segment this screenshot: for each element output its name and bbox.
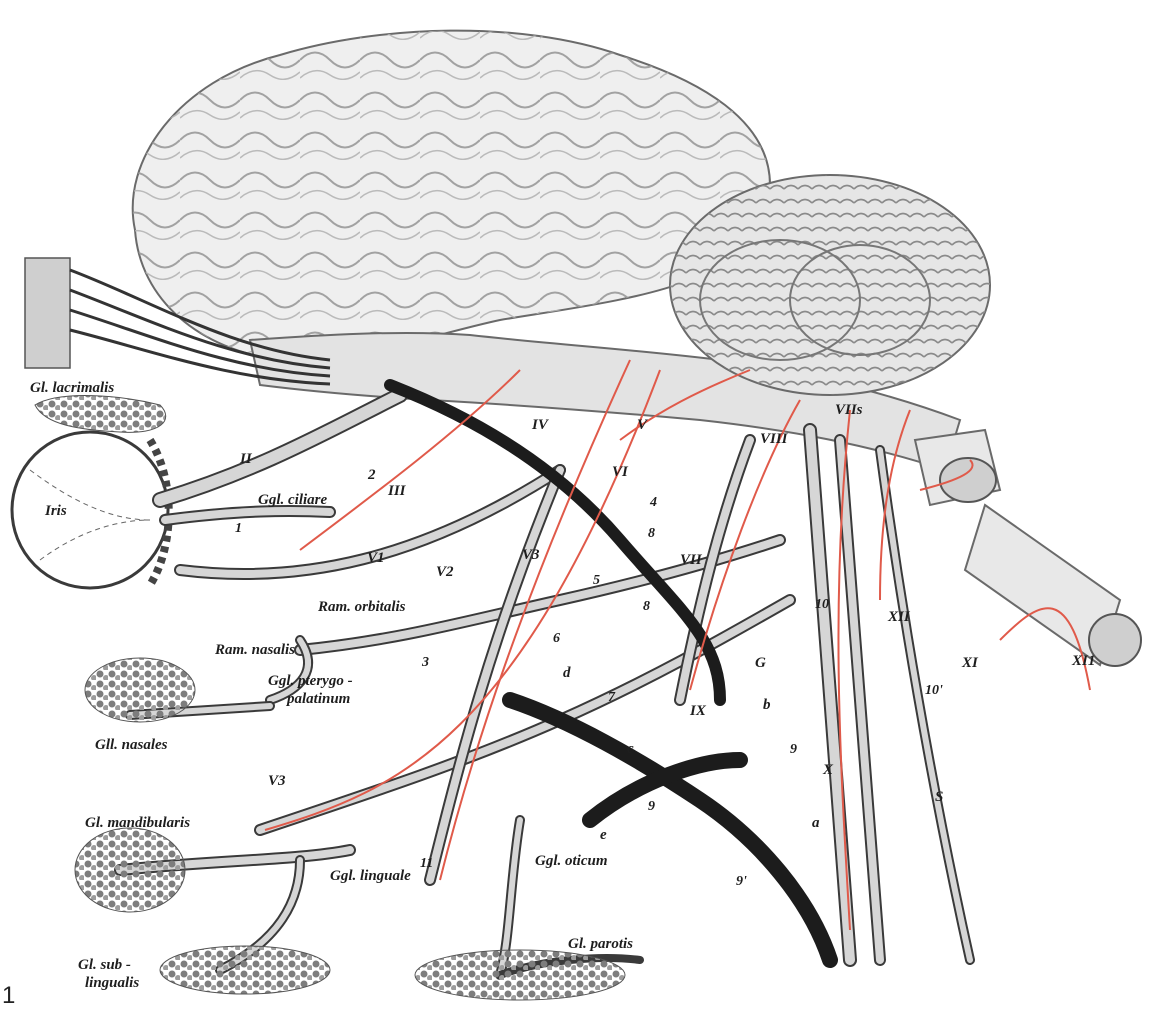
label-let-S: S <box>935 790 943 805</box>
cerebellum <box>670 175 990 395</box>
label-gl-sub-2: lingualis <box>85 976 139 991</box>
mandibular-gland <box>75 828 185 912</box>
label-nerve-V: V <box>637 418 647 433</box>
label-nerve-XII: XII <box>888 610 910 625</box>
figure-number: 1 <box>2 982 15 1010</box>
label-ggl-oticum: Ggl. oticum <box>535 854 608 869</box>
label-nerve-IV: IV <box>532 418 548 433</box>
label-nerve-IX: IX <box>690 704 706 719</box>
label-ram-nasalis: Ram. nasalis <box>215 643 295 658</box>
label-let-e: e <box>600 828 607 843</box>
label-num-10p: 10' <box>925 684 943 698</box>
label-let-c: c <box>627 742 634 757</box>
label-iris: Iris <box>45 504 67 519</box>
label-gl-lacrimalis: Gl. lacrimalis <box>30 381 114 396</box>
label-nerve-XI1: XI1 <box>1072 654 1095 669</box>
label-v3-upper: V3 <box>522 548 540 563</box>
label-let-d: d <box>563 666 571 681</box>
label-ram-orbitalis: Ram. orbitalis <box>318 600 406 615</box>
label-nerve-VII: VII <box>680 553 702 568</box>
label-nerve-III: III <box>388 484 406 499</box>
label-num-2: 2 <box>368 468 376 483</box>
eye <box>12 432 169 588</box>
label-ggl-linguale: Ggl. linguale <box>330 869 411 884</box>
label-ggl-pterygo-2: palatinum <box>287 692 350 707</box>
nasal-gland <box>85 658 195 722</box>
label-num-4: 4 <box>650 496 657 510</box>
label-let-G: G <box>755 656 766 671</box>
label-ggl-ciliare: Ggl. ciliare <box>258 493 327 508</box>
label-gl-sub-1: Gl. sub - <box>78 958 131 973</box>
label-num-10: 10 <box>815 598 829 612</box>
parotid-gland <box>415 950 625 1000</box>
label-gll-nasales: Gll. nasales <box>95 738 168 753</box>
label-let-b: b <box>763 698 771 713</box>
label-nerve-VI: VI <box>612 465 628 480</box>
sublingual-gland <box>160 946 330 994</box>
label-num-3: 3 <box>422 656 429 670</box>
lacrimal-gland <box>35 396 166 433</box>
label-num-8a: 8 <box>648 527 655 541</box>
label-num-11: 11 <box>420 857 433 871</box>
label-ggl-pterygo-1: Ggl. pterygo - <box>268 674 353 689</box>
label-v3-lower: V3 <box>268 774 286 789</box>
label-nerve-II: II <box>240 452 252 467</box>
label-num-9a: 9 <box>790 743 797 757</box>
nerve-trunks <box>120 395 970 975</box>
label-num-1: 1 <box>235 522 242 536</box>
label-num-9p: 9' <box>736 875 747 889</box>
label-num-9b: 9 <box>648 800 655 814</box>
label-nerve-X: X <box>823 763 833 778</box>
label-gl-mandibularis: Gl. mandibularis <box>85 816 190 831</box>
label-let-a: a <box>812 816 820 831</box>
label-num-6: 6 <box>553 632 560 646</box>
label-v1: V1 <box>367 551 385 566</box>
label-num-5: 5 <box>593 574 600 588</box>
label-nerve-XI: XI <box>962 656 978 671</box>
label-gl-parotis: Gl. parotis <box>568 937 633 952</box>
label-num-7: 7 <box>608 691 615 705</box>
label-num-8b: 8 <box>643 600 650 614</box>
label-v2: V2 <box>436 565 454 580</box>
label-nerve-VIII: VIII <box>760 432 788 447</box>
spinal-cord <box>915 430 1141 666</box>
label-nerve-VIIs: VIIs <box>835 403 863 418</box>
